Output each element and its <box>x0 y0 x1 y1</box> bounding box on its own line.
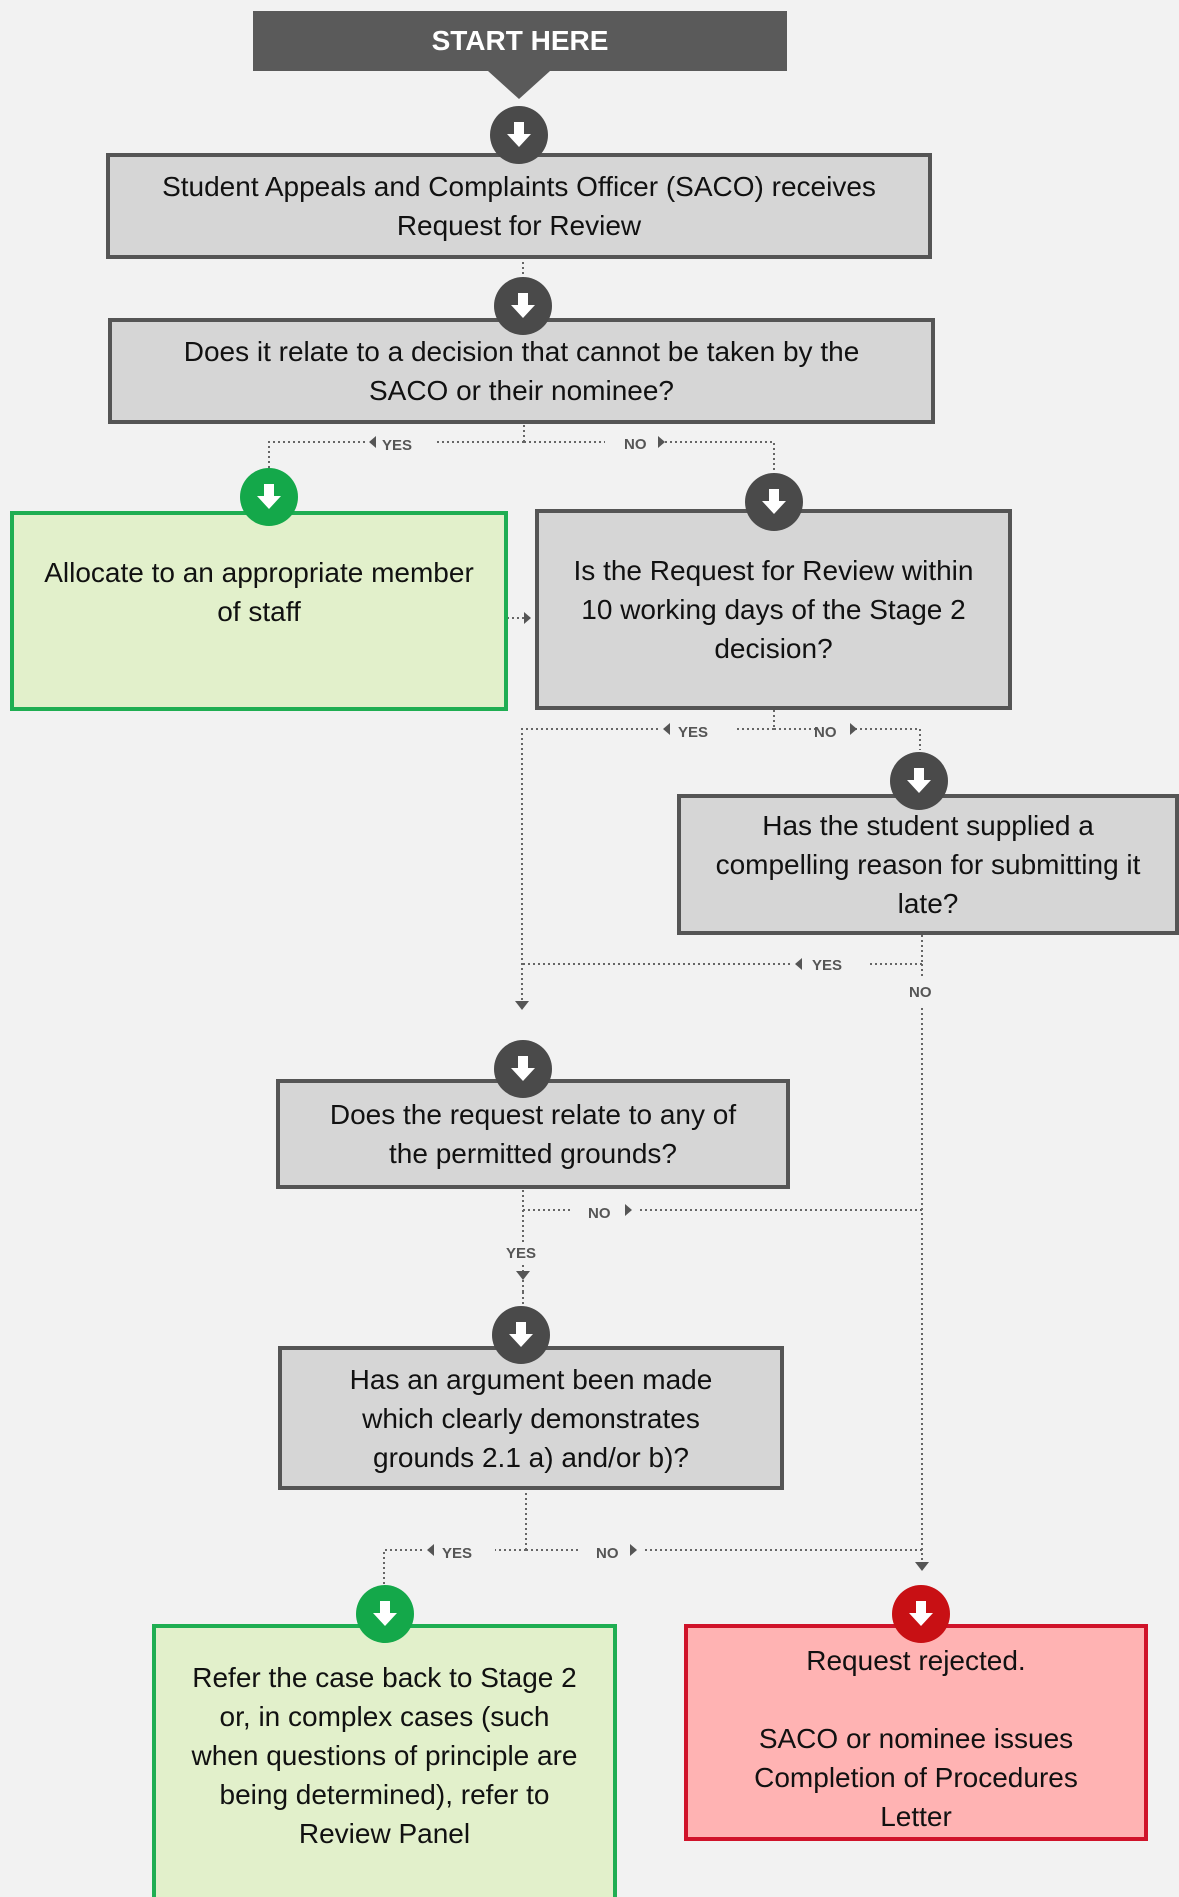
within-days-box: Is the Request for Review within 10 work… <box>535 509 1012 710</box>
arrow-down-circle-icon <box>890 752 948 810</box>
refer-case-text: Refer the case back to Stage 2 or, in co… <box>191 1662 578 1849</box>
allocate-staff-text: Allocate to an appropriate member of sta… <box>44 557 474 627</box>
arrow-down-circle-icon <box>494 277 552 335</box>
allocate-staff-box: Allocate to an appropriate member of sta… <box>10 511 508 711</box>
start-label: START HERE <box>431 25 609 56</box>
arrow-down-circle-green-icon <box>240 468 298 526</box>
permitted-grounds-text: Does the request relate to any of the pe… <box>329 1099 737 1169</box>
start-pointer <box>488 71 550 99</box>
relate-decision-box: Does it relate to a decision that cannot… <box>108 318 935 424</box>
receive-request-box: Student Appeals and Complaints Officer (… <box>106 153 932 259</box>
request-rejected-text: Request rejected. SACO or nominee issues… <box>754 1645 1078 1832</box>
argument-made-box: Has an argument been made which clearly … <box>278 1346 784 1490</box>
refer-case-box: Refer the case back to Stage 2 or, in co… <box>152 1624 617 1897</box>
arrow-down-circle-icon <box>494 1040 552 1098</box>
permitted-grounds-box: Does the request relate to any of the pe… <box>276 1079 790 1189</box>
arrow-down-circle-icon <box>492 1306 550 1364</box>
yes-label: YES <box>382 437 413 454</box>
arrow-down-circle-icon <box>490 106 548 164</box>
compelling-reason-box: Has the student supplied a compelling re… <box>677 794 1179 935</box>
no-label: NO <box>624 436 647 453</box>
no-label: NO <box>596 1545 619 1562</box>
no-label: NO <box>588 1205 611 1222</box>
arrow-down-circle-icon <box>745 473 803 531</box>
relate-decision-text: Does it relate to a decision that cannot… <box>183 336 860 406</box>
request-rejected-box: Request rejected. SACO or nominee issues… <box>684 1624 1148 1841</box>
no-label: NO <box>909 984 932 1001</box>
no-label: NO <box>814 724 837 741</box>
argument-made-text: Has an argument been made which clearly … <box>349 1363 713 1473</box>
within-days-text: Is the Request for Review within 10 work… <box>573 555 974 664</box>
start-banner: START HERE <box>253 11 787 71</box>
yes-label: YES <box>812 957 843 974</box>
yes-label: YES <box>678 724 709 741</box>
arrow-down-circle-green-icon <box>356 1585 414 1643</box>
compelling-reason-text: Has the student supplied a compelling re… <box>715 810 1141 919</box>
yes-label: YES <box>506 1245 537 1262</box>
yes-label: YES <box>442 1545 473 1562</box>
arrow-down-circle-red-icon <box>892 1585 950 1643</box>
receive-request-text: Student Appeals and Complaints Officer (… <box>162 171 876 241</box>
